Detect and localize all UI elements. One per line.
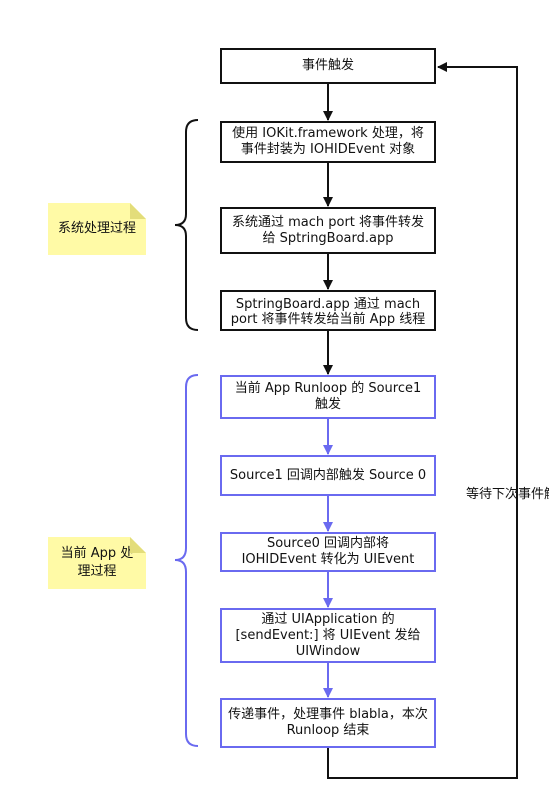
system-step-2-box: 系统通过 mach port 将事件转发给 SptringBoard.app (220, 207, 436, 254)
system-note-fold (130, 203, 146, 219)
loop-back-connector (327, 62, 518, 779)
loop-label: 等待下次事件触发 (466, 487, 549, 502)
system-note: 系统处理过程 (48, 203, 146, 255)
app-note: 当前 App 处理过程 (48, 537, 146, 589)
system-step-1-box: 使用 IOKit.framework 处理，将事件封装为 IOHIDEvent … (220, 121, 436, 163)
app-step-1-box: 当前 App Runloop 的 Source1 触发 (220, 375, 436, 419)
system-brace (174, 119, 199, 331)
app-step-5-box: 传递事件，处理事件 blabla，本次 Runloop 结束 (220, 698, 436, 748)
system-note-text: 系统处理过程 (58, 221, 137, 236)
app-note-text: 当前 App 处理过程 (60, 546, 134, 579)
app-step-4-box: 通过 UIApplication 的 [sendEvent:] 将 UIEven… (220, 608, 436, 663)
app-note-fold (130, 537, 146, 553)
system-step-3-box: SptringBoard.app 通过 mach port 将事件转发给当前 A… (220, 290, 436, 331)
app-brace (174, 374, 199, 747)
app-step-3-box: Source0 回调内部将 IOHIDEvent 转化为 UIEvent (220, 532, 436, 572)
app-step-2-box: Source1 回调内部触发 Source 0 (220, 455, 436, 496)
trigger-box: 事件触发 (220, 48, 436, 84)
